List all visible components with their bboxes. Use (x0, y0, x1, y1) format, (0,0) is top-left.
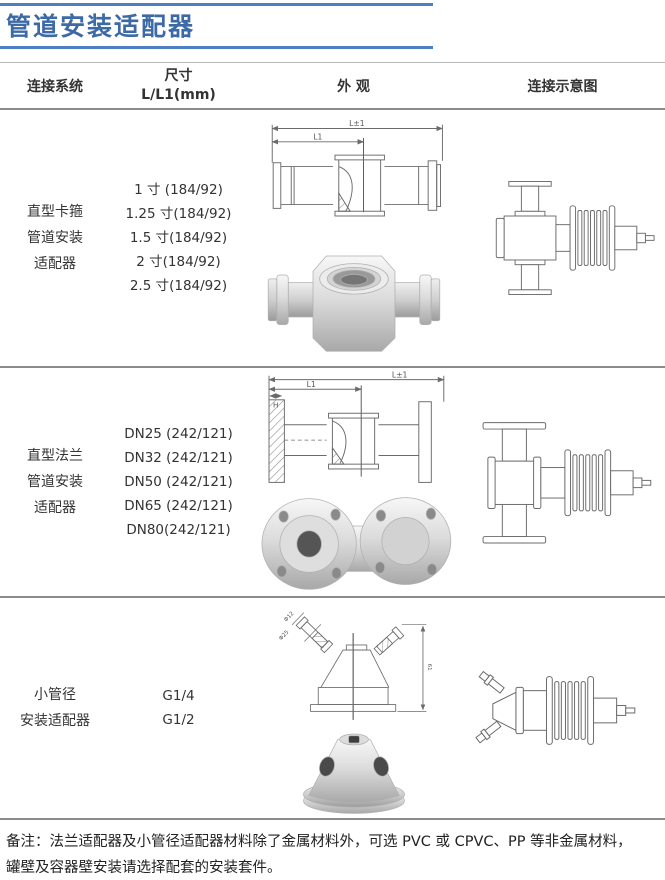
table-row-clamp-adapter: 直型卡箍 管道安装 适配器 1 寸 (184/92) 1.25 寸(184/92… (0, 110, 665, 368)
dim-label-clamp-half: L1 (313, 132, 322, 141)
flange-connection-diagram (482, 422, 652, 544)
appearance-smallbore: Φ12 Φ25 61 (247, 598, 460, 818)
size-item: DN25 (242/121) (124, 426, 233, 442)
col-header-appearance: 外 观 (337, 78, 370, 95)
table-header-row: 连接系统 尺寸 L/L1(mm) 外 观 连接示意图 (0, 62, 665, 110)
size-list-clamp: 1 寸 (184/92) 1.25 寸(184/92) 1.5 寸(184/92… (110, 110, 247, 366)
system-name-clamp: 直型卡箍 管道安装 适配器 (27, 204, 83, 272)
size-item: 1.5 寸(184/92) (129, 230, 228, 246)
size-item: DN65 (242/121) (124, 498, 233, 514)
size-item: G1/4 (162, 688, 195, 704)
title-top-rule (0, 3, 433, 6)
dim-label-cone-height: 61 (426, 664, 432, 671)
footnote: 备注：法兰适配器及小管径适配器材料除了金属材料外，可选 PVC 或 CPVC、P… (0, 820, 665, 880)
footnote-line1: 备注：法兰适配器及小管径适配器材料除了金属材料外，可选 PVC 或 CPVC、P… (6, 834, 632, 850)
dim-label-flange-height: H (273, 400, 278, 409)
clamp-connection-diagram (495, 181, 655, 295)
footnote-line2: 罐壁及容器壁安装请选择配套的安装套件。 (6, 860, 282, 876)
table-row-flange-adapter: 直型法兰 管道安装 适配器 DN25 (242/121) DN32 (242/1… (0, 368, 665, 598)
col-header-size-line2: L/L1(mm) (141, 86, 216, 103)
dim-label-clamp-total: L±1 (349, 119, 365, 128)
size-item: DN32 (242/121) (124, 450, 233, 466)
clamp-adapter-photo (267, 255, 440, 352)
size-item: 1 寸 (184/92) (134, 182, 223, 198)
size-list-smallbore: G1/4 G1/2 (110, 598, 247, 818)
appearance-flange: L±1 L1 H (247, 368, 460, 596)
system-name-smallbore: 小管径 安装适配器 (20, 687, 90, 729)
dim-label-port-inner: Φ25 (278, 629, 291, 642)
smallbore-adapter-drawing: Φ12 Φ25 61 (278, 611, 432, 720)
size-item: 2.5 寸(184/92) (129, 278, 228, 294)
col-header-size-line1: 尺寸 (164, 67, 193, 84)
page-title: 管道安装适配器 (6, 12, 196, 41)
diagram-smallbore (460, 598, 665, 818)
size-item: DN50 (242/121) (124, 474, 233, 490)
dim-label-flange-total: L±1 (391, 371, 407, 379)
size-item: 1.25 寸(184/92) (125, 206, 232, 222)
size-list-flange: DN25 (242/121) DN32 (242/121) DN50 (242/… (110, 368, 247, 596)
diagram-clamp (460, 110, 665, 366)
size-item: DN80(242/121) (126, 522, 231, 538)
size-item: 2 寸(184/92) (136, 254, 221, 270)
col-header-system: 连接系统 (27, 78, 83, 95)
col-header-diagram: 连接示意图 (527, 78, 598, 95)
title-bottom-rule (0, 46, 433, 49)
smallbore-connection-diagram (474, 670, 635, 745)
product-table: 连接系统 尺寸 L/L1(mm) 外 观 连接示意图 直型卡箍 管道安装 适配器… (0, 62, 665, 820)
dim-label-port-outer: Φ12 (283, 611, 295, 623)
flange-adapter-drawing: L±1 L1 H (267, 371, 444, 483)
clamp-adapter-drawing: L±1 L1 (271, 119, 443, 217)
title-block: 管道安装适配器 (0, 0, 665, 62)
smallbore-adapter-photo (302, 733, 405, 814)
diagram-flange (460, 368, 665, 596)
size-item: G1/2 (162, 712, 195, 728)
dim-label-flange-half: L1 (306, 379, 315, 388)
system-name-flange: 直型法兰 管道安装 适配器 (27, 448, 83, 516)
col-header-size: 尺寸 L/L1(mm) (110, 67, 247, 105)
appearance-clamp: L±1 L1 (247, 110, 460, 366)
flange-adapter-photo (261, 496, 451, 590)
table-row-smallbore-adapter: 小管径 安装适配器 G1/4 G1/2 (0, 598, 665, 820)
